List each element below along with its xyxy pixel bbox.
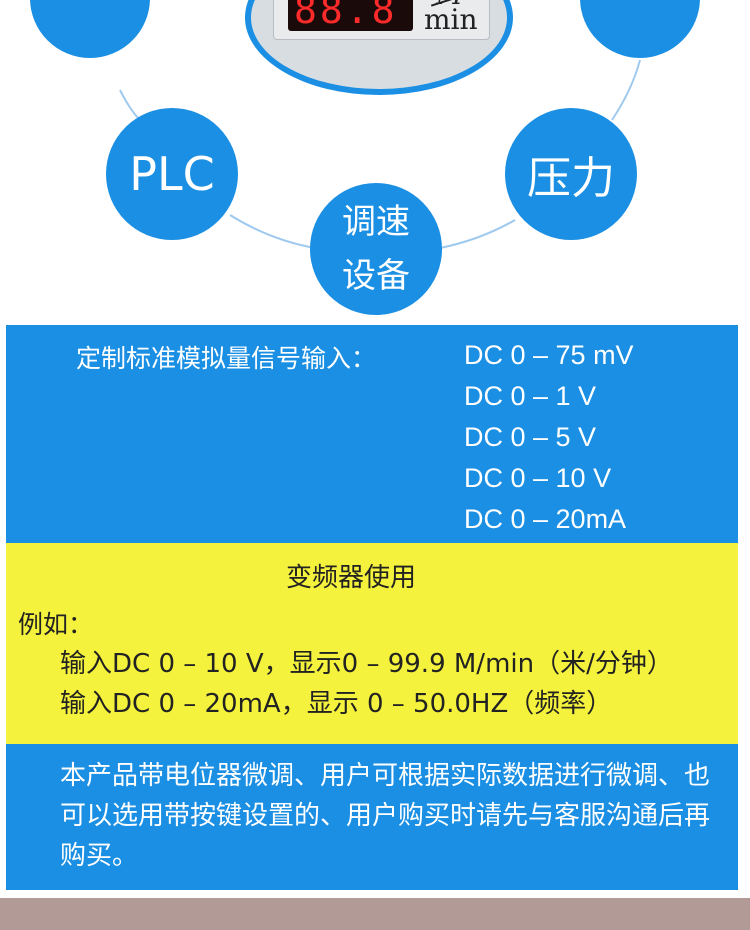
inverter-title: 变频器使用 <box>285 563 416 593</box>
signal-values-list: DC 0 – 75 mV DC 0 – 1 V DC 0 – 5 V DC 0 … <box>464 335 634 540</box>
product-note-panel: 本产品带电位器微调、用户可根据实际数据进行微调、也可以选用带按键设置的、用户购买… <box>6 744 738 890</box>
product-note-text: 本产品带电位器微调、用户可根据实际数据进行微调、也可以选用带按键设置的、用户购买… <box>60 761 711 871</box>
digital-meter: 88.8 M min <box>273 0 490 40</box>
product-photo-strip <box>0 898 750 930</box>
signal-input-panel: 定制标准模拟量信号输入： DC 0 – 75 mV DC 0 – 1 V DC … <box>6 325 738 543</box>
signal-input-label: 定制标准模拟量信号输入： <box>76 344 377 373</box>
application-circle-pressure: 压力 <box>505 108 637 240</box>
inverter-usage-panel: 变频器使用 例如： 输入DC 0 – 10 V，显示0 – 99.9 M/min… <box>6 543 738 744</box>
application-label: PLC <box>129 147 215 201</box>
unit-top: M <box>436 0 463 11</box>
unit-bottom: min <box>424 3 478 36</box>
application-label: 设备 <box>342 256 410 296</box>
application-label: 调速 <box>342 202 410 242</box>
application-circle-plc: PLC <box>106 108 238 240</box>
example-line-1: 输入DC 0 – 10 V，显示0 – 99.9 M/min（米/分钟） <box>60 649 673 679</box>
signal-value: DC 0 – 5 V <box>464 422 597 452</box>
signal-value: DC 0 – 20mA <box>464 504 627 534</box>
applications-diagram: 88.8 M min PLC 压力 调速 设备 <box>0 0 750 325</box>
application-circle-speed-device: 调速 设备 <box>310 183 442 315</box>
example-line-2: 输入DC 0 – 20mA，显示 0 – 50.0HZ（频率） <box>60 689 613 719</box>
meter-display: 88.8 <box>288 0 413 31</box>
signal-value: DC 0 – 1 V <box>464 381 597 411</box>
signal-value: DC 0 – 75 mV <box>464 340 634 370</box>
signal-value: DC 0 – 10 V <box>464 463 612 493</box>
example-label: 例如： <box>18 610 94 639</box>
application-label: 压力 <box>527 153 615 204</box>
